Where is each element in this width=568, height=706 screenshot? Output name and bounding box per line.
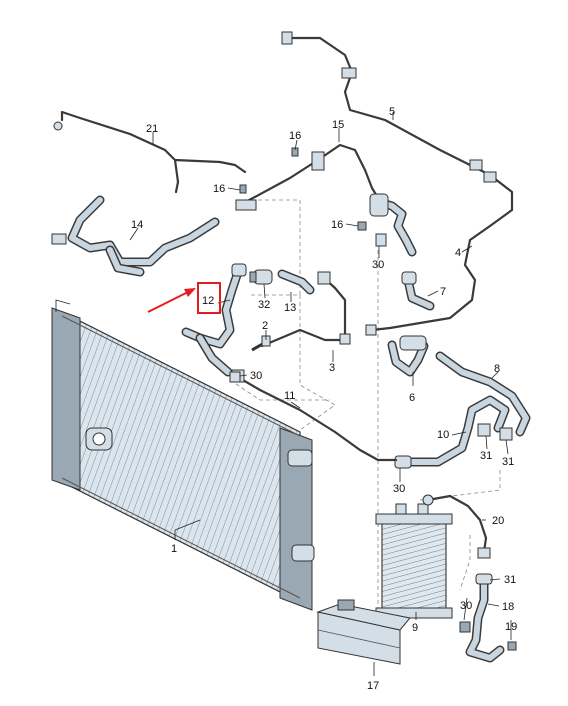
label-8: 8 <box>494 363 500 375</box>
label-18: 18 <box>502 601 514 613</box>
hose-14 <box>51 195 220 277</box>
hose-12 <box>181 263 247 377</box>
label-9: 9 <box>412 622 418 634</box>
part-7 <box>401 271 435 311</box>
label-19: 19 <box>505 621 517 633</box>
label-31-right: 31 <box>502 456 514 468</box>
pipe-5-4 <box>281 31 514 336</box>
label-30-mid: 30 <box>393 483 405 495</box>
hose-10 <box>394 395 513 469</box>
label-32: 32 <box>258 299 270 311</box>
part-13 <box>277 269 315 295</box>
label-6: 6 <box>409 392 415 404</box>
label-21: 21 <box>146 123 158 135</box>
hose-20 <box>422 494 491 559</box>
radiator <box>51 299 315 611</box>
label-3: 3 <box>329 362 335 374</box>
label-4: 4 <box>455 247 461 259</box>
label-30-lower: 30 <box>460 600 472 612</box>
pipe-3 <box>260 271 351 348</box>
part-6 <box>387 335 429 377</box>
part-labels: 1 2 3 4 5 6 7 8 9 10 11 12 13 14 15 16 1… <box>131 106 517 692</box>
pipe-21 <box>53 110 247 194</box>
label-5: 5 <box>389 106 395 118</box>
highlight-box <box>197 282 221 314</box>
label-7: 7 <box>440 286 446 298</box>
part-17 <box>316 599 411 665</box>
label-1: 1 <box>171 543 177 555</box>
label-30-left: 30 <box>250 370 262 382</box>
label-31-lower: 31 <box>504 574 516 586</box>
label-16-mid: 16 <box>331 219 343 231</box>
label-16-left: 16 <box>213 183 225 195</box>
label-30-upper: 30 <box>372 259 384 271</box>
fasteners <box>229 147 387 383</box>
label-14: 14 <box>131 219 143 231</box>
label-10: 10 <box>437 429 449 441</box>
hose-18 <box>459 573 517 663</box>
label-15: 15 <box>332 119 344 131</box>
label-17: 17 <box>367 680 379 692</box>
hose-8 <box>435 351 531 437</box>
bolt-2 <box>251 335 271 352</box>
highlight-marker <box>147 282 221 314</box>
label-2: 2 <box>262 320 268 332</box>
label-31-left: 31 <box>480 450 492 462</box>
part-32 <box>249 269 273 285</box>
label-12: 12 <box>202 295 214 307</box>
leader-lines <box>129 112 512 676</box>
label-11: 11 <box>284 390 295 402</box>
pipe-15 <box>235 143 417 257</box>
oil-cooler-9 <box>375 503 453 619</box>
label-20: 20 <box>492 515 504 527</box>
label-13: 13 <box>284 302 296 314</box>
label-16-top: 16 <box>289 130 301 142</box>
